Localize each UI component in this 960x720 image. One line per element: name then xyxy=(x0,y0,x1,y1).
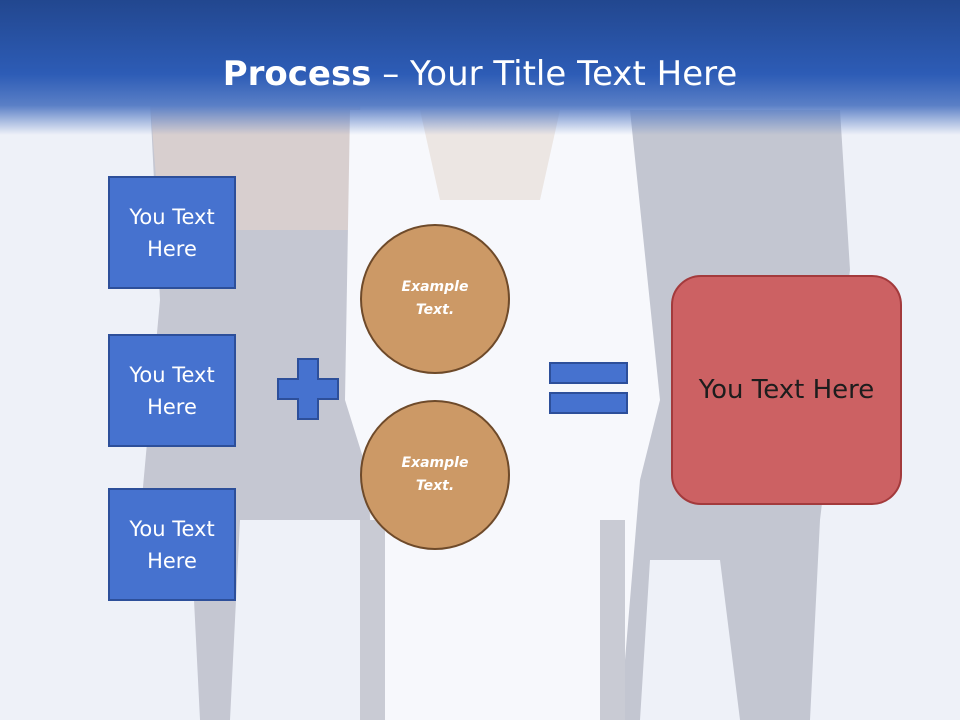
header-band xyxy=(0,0,960,135)
example-circle-1[interactable]: Example Text. xyxy=(360,224,510,374)
input-box-label: You Text Here xyxy=(129,204,215,261)
slide-title: Process – Your Title Text Here xyxy=(0,52,960,96)
result-box[interactable]: You Text Here xyxy=(671,275,902,505)
input-box-3[interactable]: You Text Here xyxy=(108,488,236,601)
equals-icon xyxy=(549,362,628,414)
slide-title-bold: Process xyxy=(222,54,372,94)
plus-icon xyxy=(277,358,339,420)
input-box-1[interactable]: You Text Here xyxy=(108,176,236,289)
input-box-label: You Text Here xyxy=(129,516,215,573)
circle-label: Example Text. xyxy=(401,279,469,318)
example-circle-2[interactable]: Example Text. xyxy=(360,400,510,550)
input-box-2[interactable]: You Text Here xyxy=(108,334,236,447)
input-box-label: You Text Here xyxy=(129,362,215,419)
circle-label: Example Text. xyxy=(401,455,469,494)
result-label: You Text Here xyxy=(698,375,875,405)
slide-title-rest: – Your Title Text Here xyxy=(371,54,738,94)
